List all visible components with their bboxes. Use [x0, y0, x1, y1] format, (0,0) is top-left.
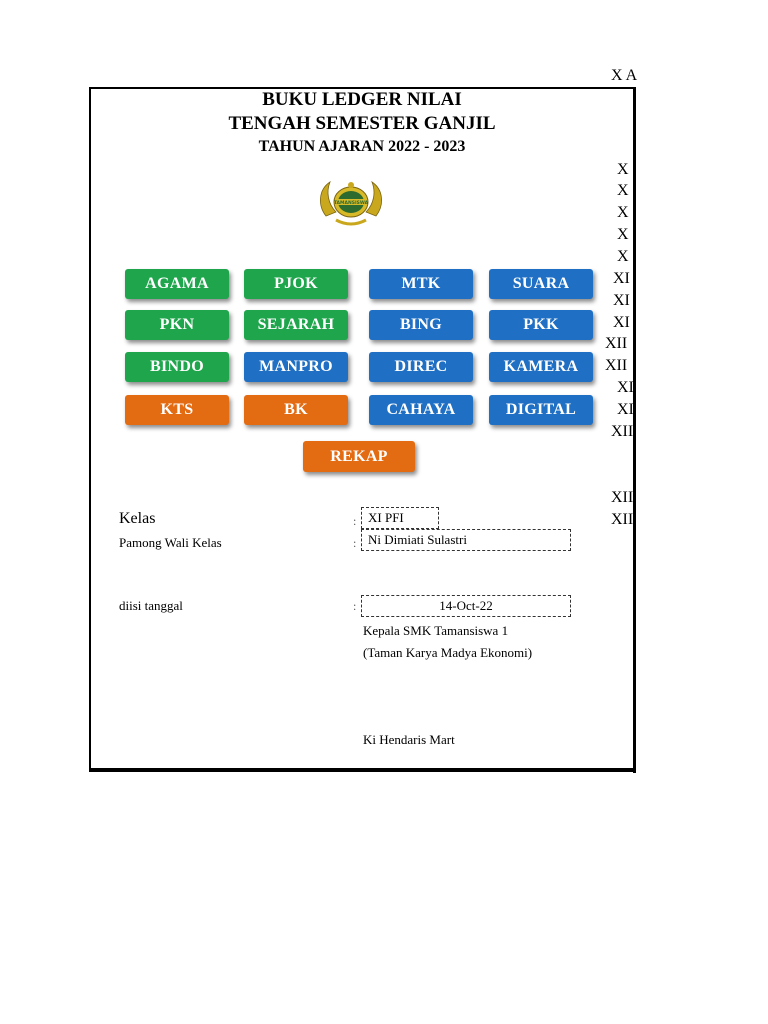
class-sheet-item[interactable]: XI: [613, 270, 630, 287]
kelas-label: Kelas: [119, 510, 156, 527]
class-sheet-item[interactable]: XI: [613, 314, 630, 331]
class-sheet-item[interactable]: XII: [605, 335, 628, 352]
sheet-border-right: [633, 87, 636, 773]
subject-button-pkn[interactable]: PKN: [125, 310, 229, 340]
pamong-label: Pamong Wali Kelas: [119, 535, 222, 550]
principal-name: Ki Hendaris Mart: [363, 732, 455, 747]
class-sheet-item[interactable]: XII: [611, 511, 634, 528]
pamong-colon: :: [353, 536, 357, 550]
subject-button-direc[interactable]: DIREC: [369, 352, 473, 382]
subject-button-digital[interactable]: DIGITAL: [489, 395, 593, 425]
school-name: (Taman Karya Madya Ekonomi): [363, 645, 533, 660]
class-sheet-item[interactable]: X: [617, 226, 629, 243]
tamansiswa-emblem-icon: TAMANSISWA: [316, 176, 386, 228]
subject-button-bing[interactable]: BING: [369, 310, 473, 340]
subject-button-kamera[interactable]: KAMERA: [489, 352, 593, 382]
class-sheet-item[interactable]: XI: [617, 401, 634, 418]
academic-year: TAHUN AJARAN 2022 - 2023: [258, 138, 466, 155]
class-sheet-item[interactable]: X: [617, 248, 629, 265]
kelas-colon: :: [353, 514, 357, 528]
subject-button-kts[interactable]: KTS: [125, 395, 229, 425]
subject-button-agama[interactable]: AGAMA: [125, 269, 229, 299]
class-sheet-item[interactable]: XII: [605, 357, 628, 374]
pamong-field[interactable]: Ni Dimiati Sulastri: [361, 529, 571, 551]
date-field[interactable]: 14-Oct-22: [361, 595, 571, 617]
subject-button-suara[interactable]: SUARA: [489, 269, 593, 299]
class-sheet-item[interactable]: XII: [611, 489, 634, 506]
diisi-label: diisi tanggal: [119, 598, 183, 613]
principal-title: Kepala SMK Tamansiswa 1: [363, 623, 509, 638]
class-sheet-item[interactable]: XI: [613, 292, 630, 309]
subject-button-mtk[interactable]: MTK: [369, 269, 473, 299]
class-sheet-item[interactable]: XII: [611, 423, 634, 440]
class-sheet-item[interactable]: X: [617, 182, 629, 199]
subject-button-pjok[interactable]: PJOK: [244, 269, 348, 299]
class-sheet-item[interactable]: X A: [611, 67, 638, 84]
subject-button-bk[interactable]: BK: [244, 395, 348, 425]
page-title: BUKU LEDGER NILAI: [262, 89, 462, 110]
class-sheet-item[interactable]: X: [617, 204, 629, 221]
rekap-button[interactable]: REKAP: [303, 441, 415, 472]
diisi-colon: :: [353, 599, 357, 613]
class-sheet-item[interactable]: X: [617, 161, 629, 178]
page-subtitle: TENGAH SEMESTER GANJIL: [228, 113, 496, 134]
subject-button-pkk[interactable]: PKK: [489, 310, 593, 340]
subject-button-manpro[interactable]: MANPRO: [244, 352, 348, 382]
sheet-border-bottom: [89, 769, 636, 772]
class-sheet-item[interactable]: XI: [617, 379, 634, 396]
kelas-field[interactable]: XI PFI: [361, 507, 439, 529]
subject-button-bindo[interactable]: BINDO: [125, 352, 229, 382]
svg-text:TAMANSISWA: TAMANSISWA: [334, 200, 369, 206]
subject-button-sejarah[interactable]: SEJARAH: [244, 310, 348, 340]
subject-button-cahaya[interactable]: CAHAYA: [369, 395, 473, 425]
